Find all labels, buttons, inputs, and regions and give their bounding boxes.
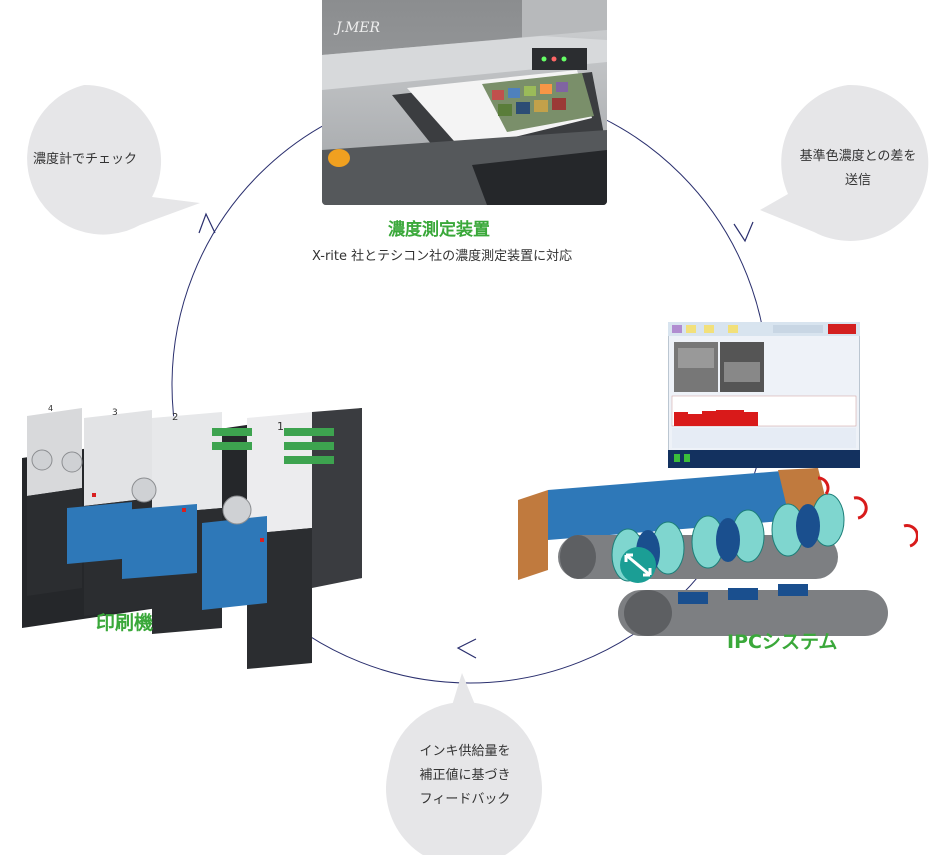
arrow-left-icon: [198, 212, 216, 234]
ipc-title: IPCシステム: [727, 631, 838, 653]
press-unit-number-4: 4: [48, 404, 54, 413]
press-unit-number-2: 2: [172, 412, 179, 423]
bubble-check-shape: [27, 84, 200, 235]
measure-title: 濃度測定装置: [388, 220, 490, 240]
bubble-feedback-shape: [386, 673, 542, 855]
arrow-bottom-icon: [456, 638, 477, 659]
ipc-software-screen: [667, 321, 861, 469]
press-unit-number-1: 1: [277, 420, 284, 433]
bubble-send-shape: [760, 84, 929, 241]
bubble-feedback-line-3: フィードバック: [419, 792, 511, 807]
printing-press-image: [22, 408, 362, 669]
bubble-check-line-1: 濃度計でチェック: [32, 152, 137, 167]
ipc-roller-image: [518, 468, 918, 636]
press-unit-number-3: 3: [112, 408, 118, 418]
bubble-send-line-1: 基準色濃度との差を: [799, 149, 917, 164]
bubble-feedback-line-2: 補正値に基づき: [419, 768, 511, 783]
device-brand-logo: J.MER: [336, 20, 381, 36]
density-device-image: J.MER: [322, 0, 607, 205]
bubble-send-line-2: 送信: [844, 173, 871, 188]
measure-subtitle: X-rite 社とテシコン社の濃度測定装置に対応: [312, 249, 573, 264]
bubble-feedback-line-1: インキ供給量を: [419, 744, 511, 759]
arrow-right-icon: [733, 221, 754, 243]
press-title: 印刷機: [96, 612, 154, 634]
